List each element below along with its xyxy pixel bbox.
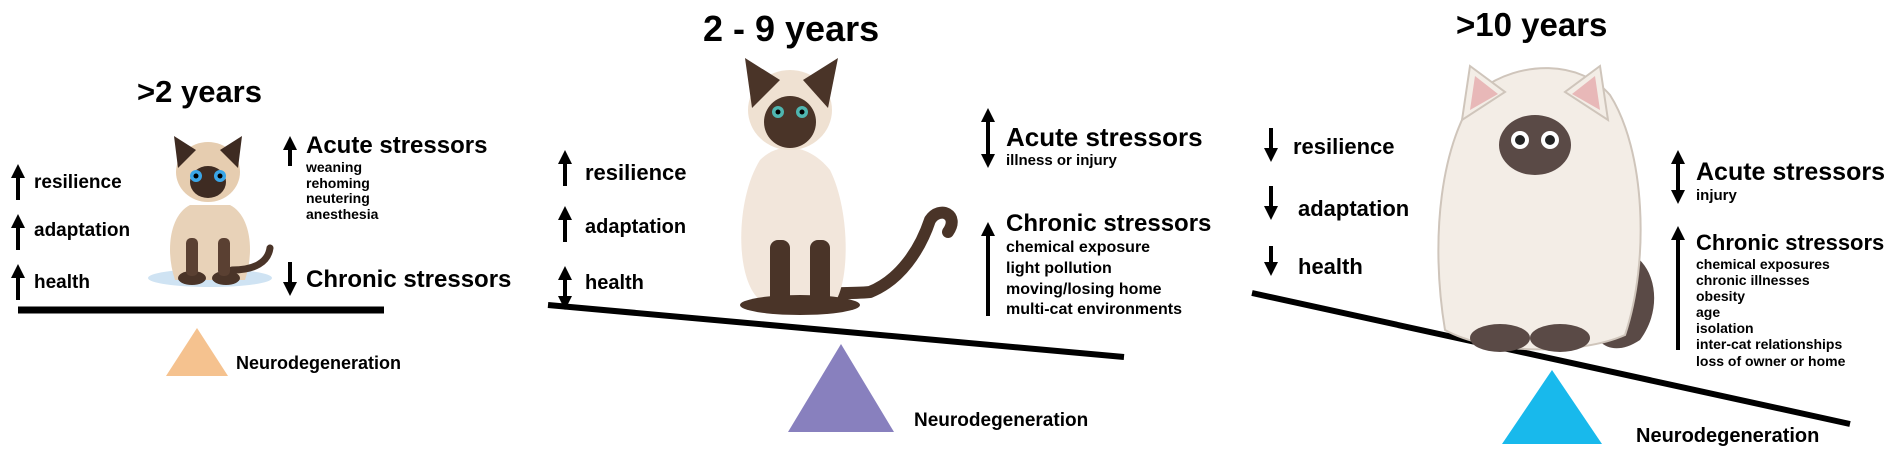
- panel1-factor-adaptation: adaptation: [34, 220, 131, 241]
- list-item: inter-cat relationships: [1696, 336, 1843, 353]
- panel3-acute-list: injury: [1696, 187, 1737, 205]
- panel2-fulcrum-label: Neurodegeneration: [914, 410, 1089, 431]
- panel3-adaptation-down-arrow: [1264, 186, 1278, 220]
- panel3-fulcrum: [1502, 370, 1602, 444]
- panel3-acute-label: Acute stressors: [1696, 158, 1885, 186]
- panel2-factor-adaptation: adaptation: [585, 216, 687, 238]
- list-item: isolation: [1696, 320, 1754, 337]
- panel2-chronic-list: chemical exposure light pollution moving…: [1006, 238, 1182, 321]
- panel1-acute-up-arrow: [283, 136, 297, 166]
- panel2-health-updown-arrow: [558, 266, 572, 310]
- panel1-factor-resilience: resilience: [34, 172, 122, 193]
- panel1-fulcrum-label: Neurodegeneration: [236, 353, 402, 373]
- list-item: loss of owner or home: [1696, 352, 1846, 369]
- panel3-chronic-up-arrow: [1671, 226, 1685, 350]
- panel3-fulcrum-label: Neurodegeneration: [1636, 425, 1820, 447]
- panel2-chronic-up-arrow: [981, 222, 995, 316]
- panel1-factor-health: health: [34, 272, 90, 293]
- list-item: anesthesia: [306, 206, 379, 223]
- panel1-acute-list: weaning rehoming neutering anesthesia: [306, 159, 379, 223]
- panel1-acute-label: Acute stressors: [306, 132, 488, 159]
- panel3-chronic-list: chemical exposures chronic illnesses obe…: [1696, 256, 1845, 369]
- panel3-title: >10 years: [1456, 6, 1608, 43]
- panel1-title: >2 years: [137, 74, 262, 109]
- list-item: rehoming: [306, 174, 370, 191]
- panel2-resilience-up-arrow: [558, 150, 572, 186]
- panel1-chronic-down-arrow: [283, 262, 297, 296]
- panel3-chronic-label: Chronic stressors: [1696, 230, 1885, 255]
- panel3-factor-adaptation: adaptation: [1298, 196, 1410, 221]
- list-item: moving/losing home: [1006, 280, 1162, 298]
- panel1-adaptation-up-arrow: [11, 214, 25, 250]
- panel1-resilience-up-arrow: [11, 164, 25, 200]
- list-item: age: [1696, 304, 1721, 321]
- list-item: multi-cat environments: [1006, 301, 1183, 319]
- panel3-beam: [1251, 290, 1851, 427]
- panel3-resilience-down-arrow: [1264, 128, 1278, 162]
- list-item: weaning: [306, 159, 363, 175]
- list-item: chemical exposures: [1696, 256, 1830, 272]
- list-item: chemical exposure: [1006, 239, 1151, 256]
- panel1-chronic-label: Chronic stressors: [306, 266, 512, 293]
- panel1-fulcrum: [166, 328, 228, 376]
- panel1-health-up-arrow: [11, 264, 25, 300]
- panel2-acute-label: Acute stressors: [1006, 122, 1203, 152]
- panel2-acute-updown-arrow: [981, 108, 995, 168]
- panel2-fulcrum: [788, 344, 894, 432]
- panel2-factor-health: health: [585, 272, 644, 294]
- list-item: illness or injury: [1006, 152, 1117, 169]
- list-item: chronic illnesses: [1696, 272, 1810, 289]
- list-item: injury: [1696, 187, 1737, 204]
- list-item: light pollution: [1006, 259, 1112, 277]
- panel2-acute-list: illness or injury: [1006, 152, 1117, 170]
- list-item: neutering: [306, 190, 370, 207]
- panel2-chronic-label: Chronic stressors: [1006, 210, 1212, 237]
- senior-cat-illustration: [1437, 64, 1655, 352]
- list-item: obesity: [1696, 288, 1746, 305]
- panel3-factor-health: health: [1298, 254, 1363, 279]
- panel3-health-down-arrow: [1264, 246, 1278, 276]
- panel3-factor-resilience: resilience: [1293, 134, 1395, 159]
- siamese-cat-illustration: [740, 58, 958, 315]
- kitten-illustration: [148, 136, 274, 287]
- panel2-adaptation-up-arrow: [558, 206, 572, 242]
- panel2-title: 2 - 9 years: [703, 8, 880, 49]
- panel3-acute-updown-arrow: [1671, 150, 1685, 204]
- panel2-factor-resilience: resilience: [585, 160, 687, 185]
- panel2-beam: [547, 302, 1125, 360]
